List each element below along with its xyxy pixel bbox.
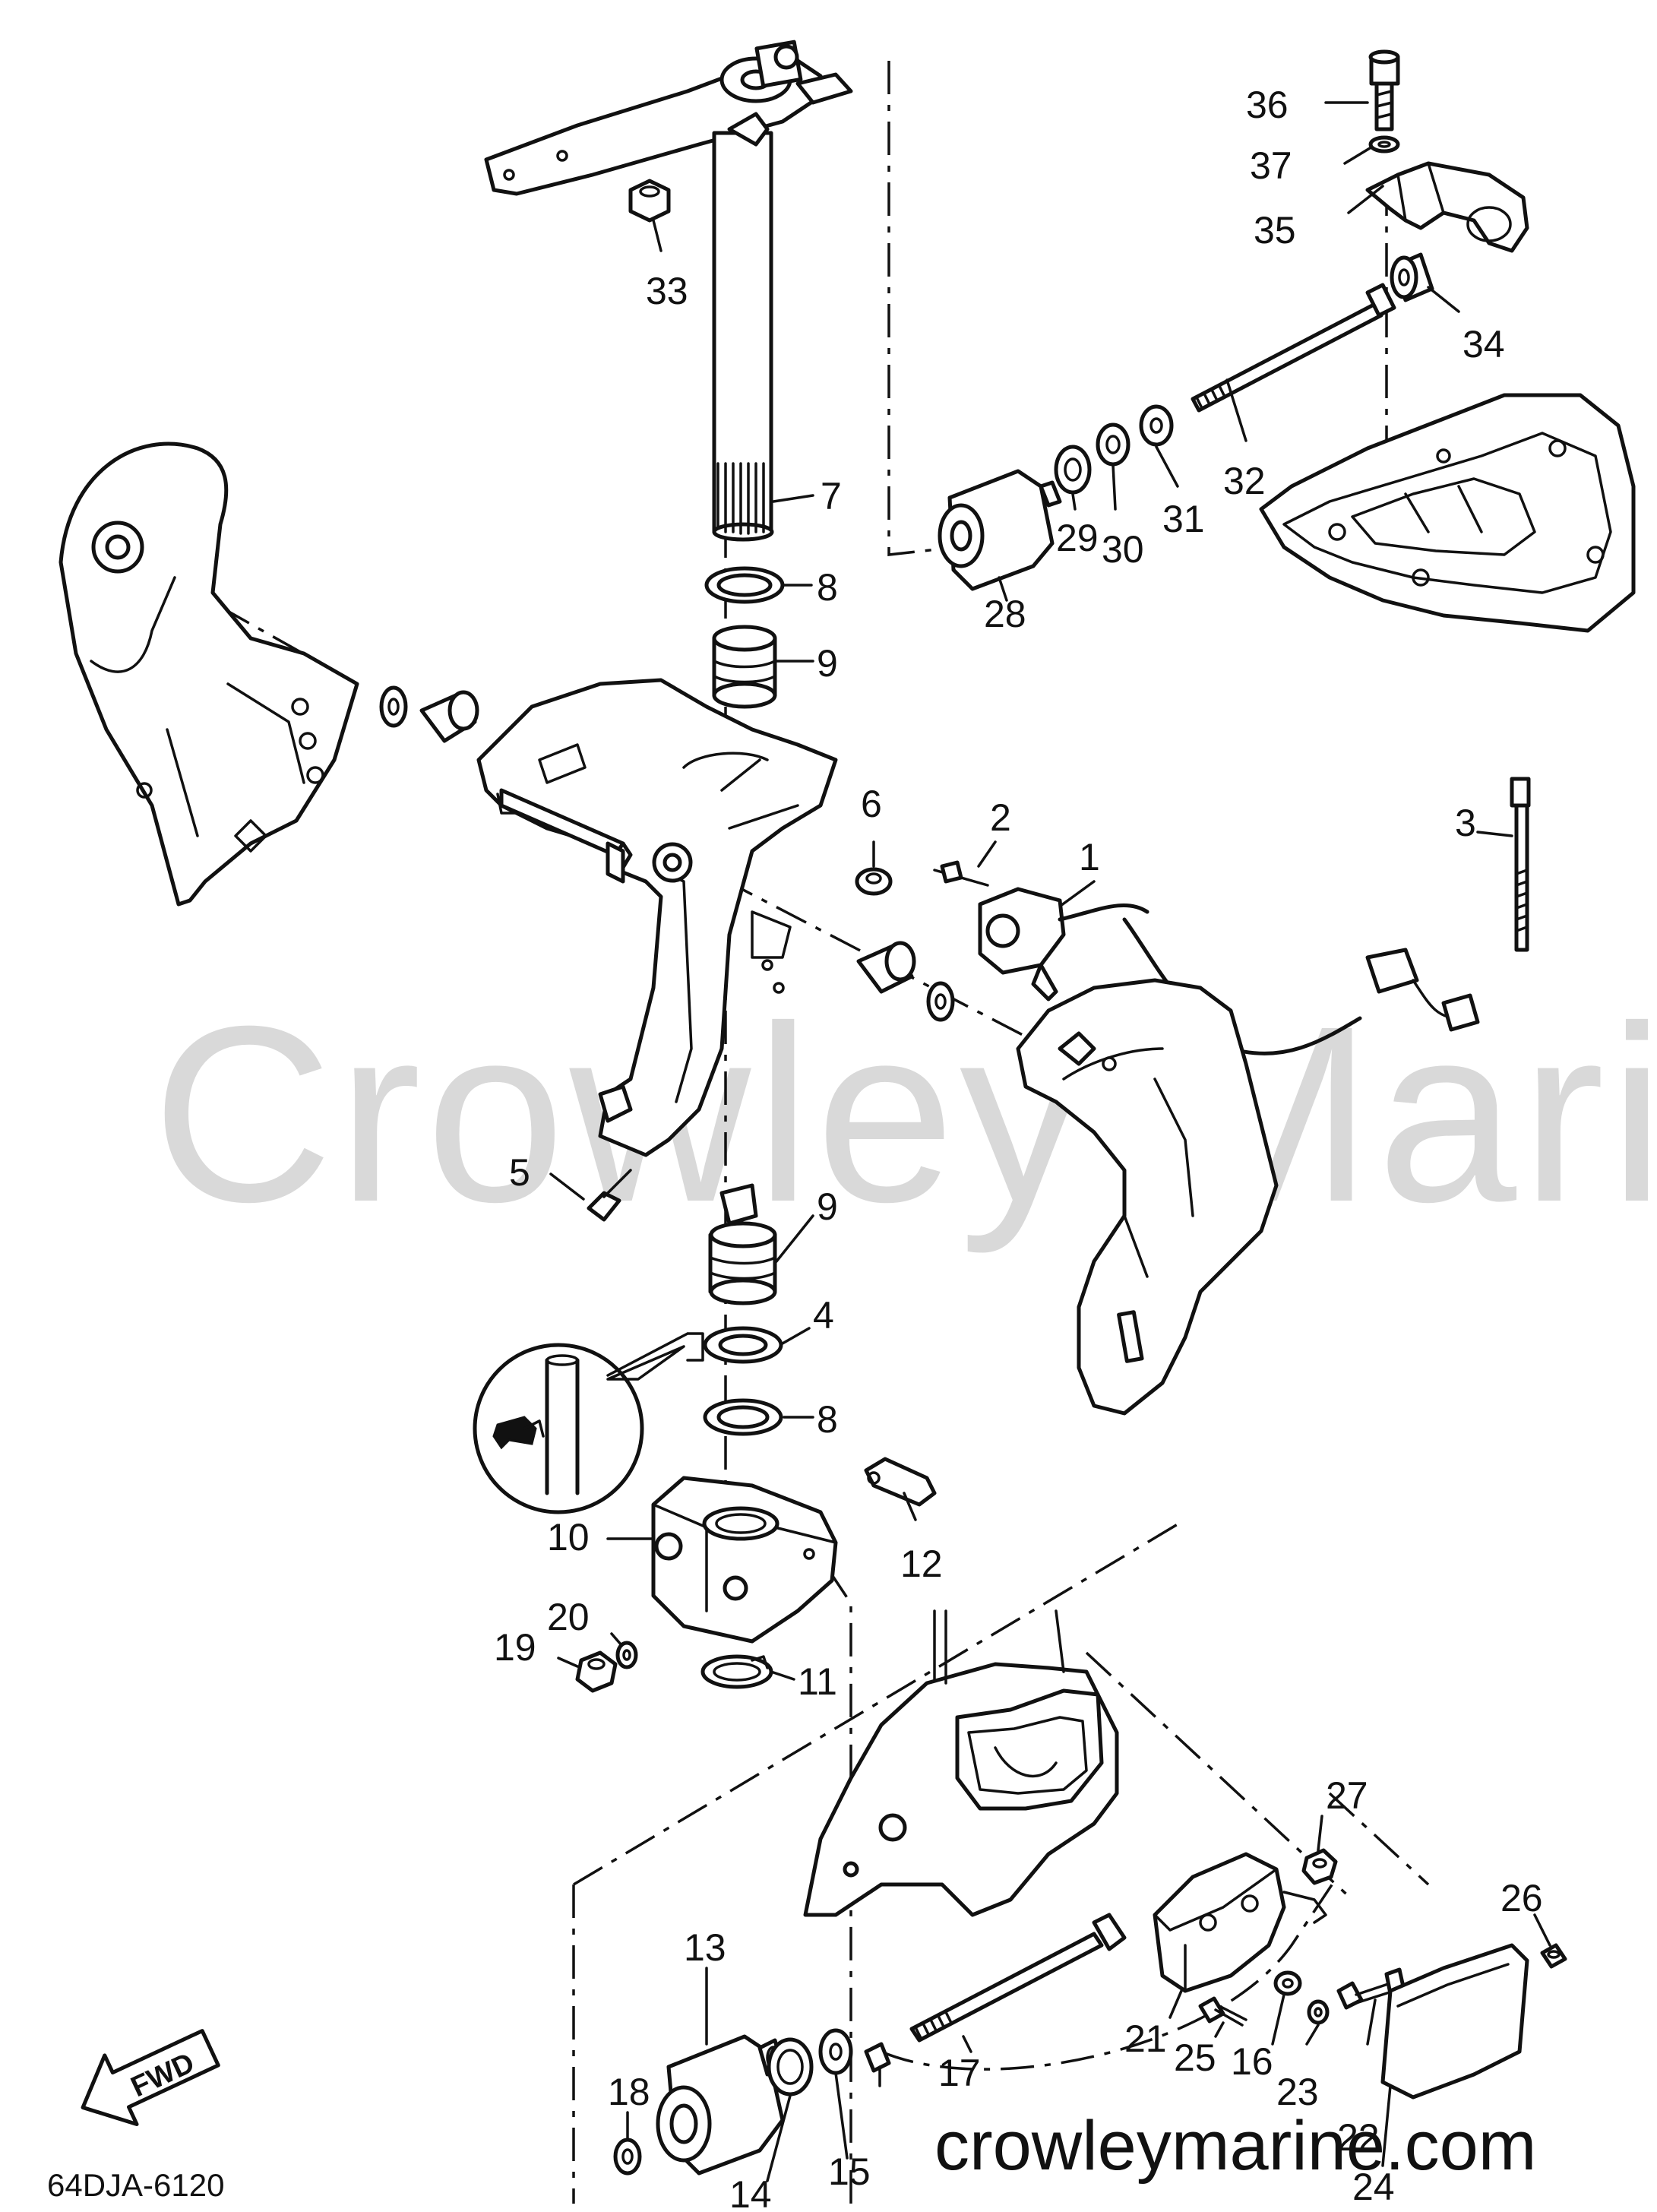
screw-5 xyxy=(587,1169,632,1222)
callout-15: 15 xyxy=(828,2150,871,2193)
callout-35: 35 xyxy=(1254,209,1296,252)
callout-32: 32 xyxy=(1223,460,1266,502)
mount-rubber-13 xyxy=(656,2034,785,2176)
callout-8-lower: 8 xyxy=(817,1398,838,1441)
callout-34: 34 xyxy=(1463,323,1505,366)
cable-tie-3 xyxy=(1510,777,1531,952)
bolt-36 xyxy=(1368,49,1400,131)
callout-22: 22 xyxy=(1337,2116,1380,2159)
callout-37: 37 xyxy=(1250,144,1292,187)
callout-1: 1 xyxy=(1079,836,1100,878)
washer-16 xyxy=(1273,1970,1302,1996)
bracket-35 xyxy=(1365,161,1529,253)
callout-3: 3 xyxy=(1455,802,1476,844)
plate-12 xyxy=(864,1457,937,1507)
callout-5: 5 xyxy=(509,1151,530,1194)
callout-31: 31 xyxy=(1162,498,1205,540)
callout-30: 30 xyxy=(1102,528,1144,571)
washer-18 xyxy=(613,2138,642,2176)
washer-30 xyxy=(1096,422,1130,467)
washer-20 xyxy=(615,1641,638,1669)
left-clamp-bracket xyxy=(59,441,359,907)
callout-27: 27 xyxy=(1326,1774,1368,1817)
diagram-code: 64DJA-6120 xyxy=(47,2167,224,2203)
seal-4 xyxy=(703,1326,783,1364)
callout-36: 36 xyxy=(1246,84,1289,126)
callout-29: 29 xyxy=(1056,517,1099,559)
callout-18: 18 xyxy=(608,2071,650,2113)
callout-7: 7 xyxy=(821,475,842,517)
callout-25: 25 xyxy=(1174,2036,1216,2079)
trim-sensor xyxy=(933,860,1149,1002)
steering-shaft xyxy=(712,112,774,542)
nut-27 xyxy=(1301,1848,1338,1885)
callout-10: 10 xyxy=(547,1516,590,1559)
washer-37 xyxy=(1368,135,1400,153)
callout-2: 2 xyxy=(990,796,1011,839)
cover-24 xyxy=(1380,1943,1529,2100)
bolt-32 xyxy=(1191,283,1396,413)
bolt-17 xyxy=(909,1913,1127,2043)
callout-26: 26 xyxy=(1500,1877,1543,1919)
nut-33 xyxy=(628,179,671,223)
washer-8-top xyxy=(704,566,785,604)
callout-9-upper: 9 xyxy=(817,642,838,685)
washer-31 xyxy=(1139,404,1174,447)
callout-19: 19 xyxy=(494,1626,536,1669)
washer-15 xyxy=(818,2028,853,2075)
lower-mount-housing xyxy=(651,1476,838,1644)
bolt-25 xyxy=(1198,1996,1247,2027)
callout-4: 4 xyxy=(813,1294,834,1337)
callout-17: 17 xyxy=(938,2052,981,2094)
assembly-centerlines xyxy=(113,61,1430,2204)
callout-20: 20 xyxy=(547,1596,590,1638)
screw-26 xyxy=(1540,1943,1567,1969)
swivel-bracket xyxy=(476,678,838,1226)
callout-28: 28 xyxy=(984,593,1026,635)
watermark-text: Crowley Marine xyxy=(152,973,1657,1255)
callout-24: 24 xyxy=(1352,2166,1395,2208)
collar-right xyxy=(856,941,955,1022)
engine-mount-plate xyxy=(1259,393,1636,633)
bushing-34 xyxy=(1390,252,1434,302)
nut-6 xyxy=(855,867,893,896)
clip-11 xyxy=(700,1654,773,1689)
ground-lead xyxy=(864,2042,891,2087)
website-text: crowleymarine.com xyxy=(934,2107,1536,2185)
bushing-9-lower xyxy=(708,1221,777,1305)
callout-numbers: 1 2 3 4 5 6 7 8 8 9 9 10 11 12 13 14 15 … xyxy=(494,84,1543,2212)
washer-29 xyxy=(1054,445,1092,495)
callout-9-lower: 9 xyxy=(817,1185,838,1228)
collar-left xyxy=(379,685,479,743)
washer-8-lower xyxy=(703,1398,783,1436)
callout-12: 12 xyxy=(900,1543,943,1585)
lower-case-mount xyxy=(803,1609,1119,1917)
callout-11: 11 xyxy=(798,1660,837,1703)
mount-rubber-28 xyxy=(938,469,1062,591)
seal-detail-inset xyxy=(473,1332,704,1514)
washer-14 xyxy=(767,2037,814,2096)
steering-arm xyxy=(484,40,853,196)
callout-14: 14 xyxy=(729,2173,772,2212)
washer-23 xyxy=(1307,1999,1330,2025)
right-clamp-bracket xyxy=(1016,978,1279,1416)
callout-13: 13 xyxy=(684,1926,726,1969)
callout-16: 16 xyxy=(1231,2040,1273,2083)
callout-33: 33 xyxy=(646,270,688,312)
fwd-arrow: FWD xyxy=(81,2029,220,2127)
callout-23: 23 xyxy=(1276,2071,1319,2113)
nut-19 xyxy=(575,1650,618,1693)
callout-6: 6 xyxy=(861,783,882,825)
callout-21: 21 xyxy=(1124,2017,1167,2060)
mount-bracket-21 xyxy=(1153,1852,1327,1993)
bushing-9-top xyxy=(712,625,777,709)
callout-leaders xyxy=(549,101,1551,2182)
sensor-wire xyxy=(1122,917,1480,1055)
callout-8-upper: 8 xyxy=(817,566,838,609)
